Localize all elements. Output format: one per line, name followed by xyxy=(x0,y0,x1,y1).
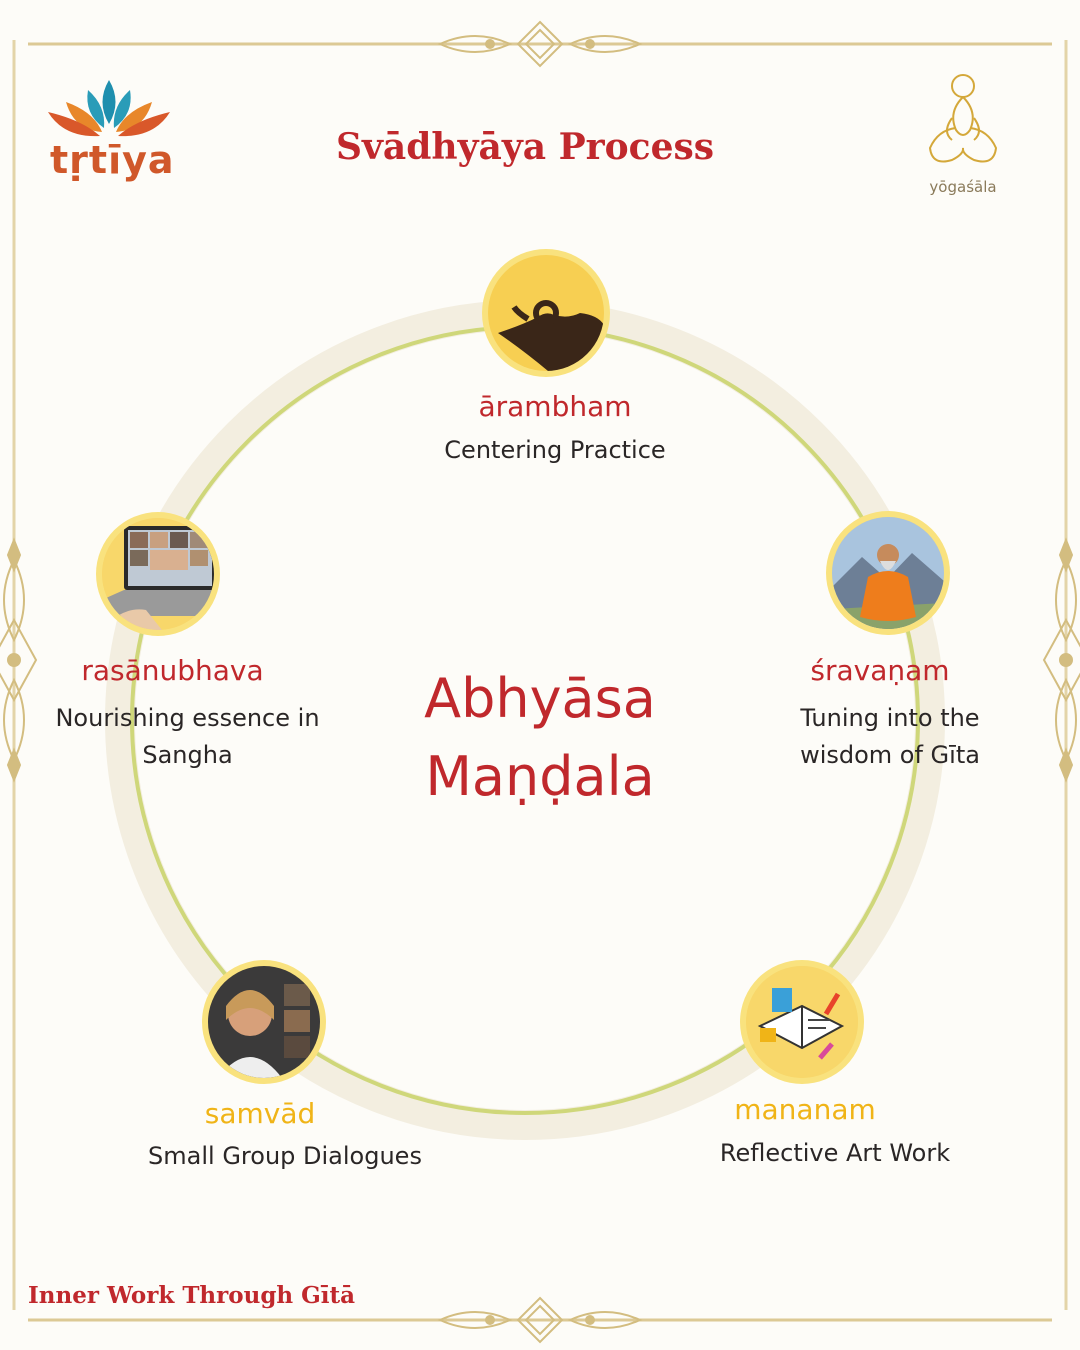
page-title: Svādhyāya Process xyxy=(335,126,715,168)
trtiya-brand-text: tṛtīya xyxy=(50,138,175,182)
teacher-meditating-icon xyxy=(832,517,944,629)
stage-description: Centering Practice xyxy=(444,436,666,464)
mandala-title-line1: Abhyāsa xyxy=(424,667,656,730)
top-flourish xyxy=(437,20,643,68)
meditating-figure-icon xyxy=(928,74,998,163)
mandala-title-line2: Maṇḍala xyxy=(425,745,655,808)
mudra-hand-icon xyxy=(488,255,604,371)
stage-sanskrit-name: ārambham xyxy=(478,390,632,423)
stage-description: Reflective Art Work xyxy=(719,1139,951,1167)
bottom-flourish xyxy=(437,1296,643,1344)
stage-description: Tuning into the wisdom of Gīta xyxy=(800,704,980,769)
laptop-meeting-icon xyxy=(102,518,214,630)
stage-description: Nourishing essence in Sangha xyxy=(55,704,320,769)
footer-caption: Inner Work Through Gītā xyxy=(28,1282,356,1309)
left-flourish xyxy=(0,537,38,783)
stage-sanskrit-name: rasānubhava xyxy=(81,654,264,687)
yogasala-logo: yōgaśāla xyxy=(918,70,1008,200)
trtiya-logo: tṛtīya xyxy=(44,72,174,192)
video-call-icon xyxy=(208,966,320,1078)
stage-description: Small Group Dialogues xyxy=(148,1142,422,1170)
right-flourish xyxy=(1042,537,1080,783)
art-journal-icon xyxy=(746,966,858,1078)
stage-sanskrit-name: mananam xyxy=(734,1093,876,1126)
stage-sanskrit-name: śravaṇam xyxy=(810,654,950,687)
mandala-title: Abhyāsa Maṇḍala xyxy=(380,660,700,816)
yogasala-brand-text: yōgaśāla xyxy=(929,178,997,196)
lotus-icon xyxy=(48,80,170,137)
stage-sanskrit-name: samvād xyxy=(204,1097,316,1130)
